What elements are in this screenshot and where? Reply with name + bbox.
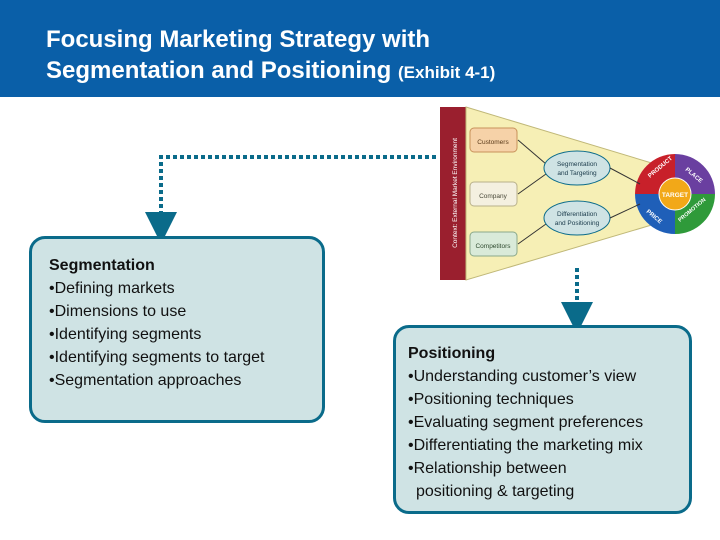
competitors-label: Competitors [475,243,511,250]
list-item: •Understanding customer’s view [408,368,637,385]
context-bar [440,107,466,280]
segmentation-box: Segmentation •Defining markets •Dimensio… [29,236,325,423]
list-item: •Positioning techniques [408,391,574,408]
list-item: •Evaluating segment preferences [408,414,644,431]
list-item: •Identifying segments to target [49,349,265,366]
list-item: •Segmentation approaches [49,372,242,389]
company-label: Company [479,193,508,200]
list-item: •Defining markets [49,280,175,297]
title-bar: Focusing Marketing Strategy with Segment… [0,0,720,97]
list-item: •Relationship between [408,460,567,477]
seg-label-2: and Targeting [557,170,597,177]
connector-to-segmentation [145,155,436,244]
target-circle [658,177,692,211]
target-label: TARGET [662,192,688,199]
list-item: •Dimensions to use [49,303,187,320]
title-line-2: Segmentation and Positioning (Exhibit 4-… [46,55,495,88]
title-line-1: Focusing Marketing Strategy with [46,26,431,53]
list-item: •Identifying segments [49,326,202,343]
title-exhibit-ref: (Exhibit 4-1) [398,63,496,82]
diff-label-2: and Positioning [555,220,600,227]
title-line-2-main: Segmentation and Positioning [46,57,392,84]
diff-label-1: Differentiation [557,211,597,218]
company-box [469,181,518,207]
positioning-heading: Positioning [408,345,496,362]
segmentation-targeting-ellipse [543,150,611,186]
customers-label: Customers [477,139,509,146]
list-item: positioning & targeting [416,483,575,500]
seg-label-1: Segmentation [557,161,597,168]
positioning-box: Positioning •Understanding customer’s vi… [393,325,692,514]
context-label: Context: External Market Environment [452,138,459,248]
list-item: •Differentiating the marketing mix [408,437,643,454]
page-title: Focusing Marketing Strategy with Segment… [46,24,495,88]
differentiation-positioning-ellipse [543,200,611,236]
customers-box [469,127,518,153]
segmentation-heading: Segmentation [49,257,155,274]
competitors-box [469,231,518,257]
exhibit-diagram: Context: External Market Environment Cus… [440,106,715,281]
